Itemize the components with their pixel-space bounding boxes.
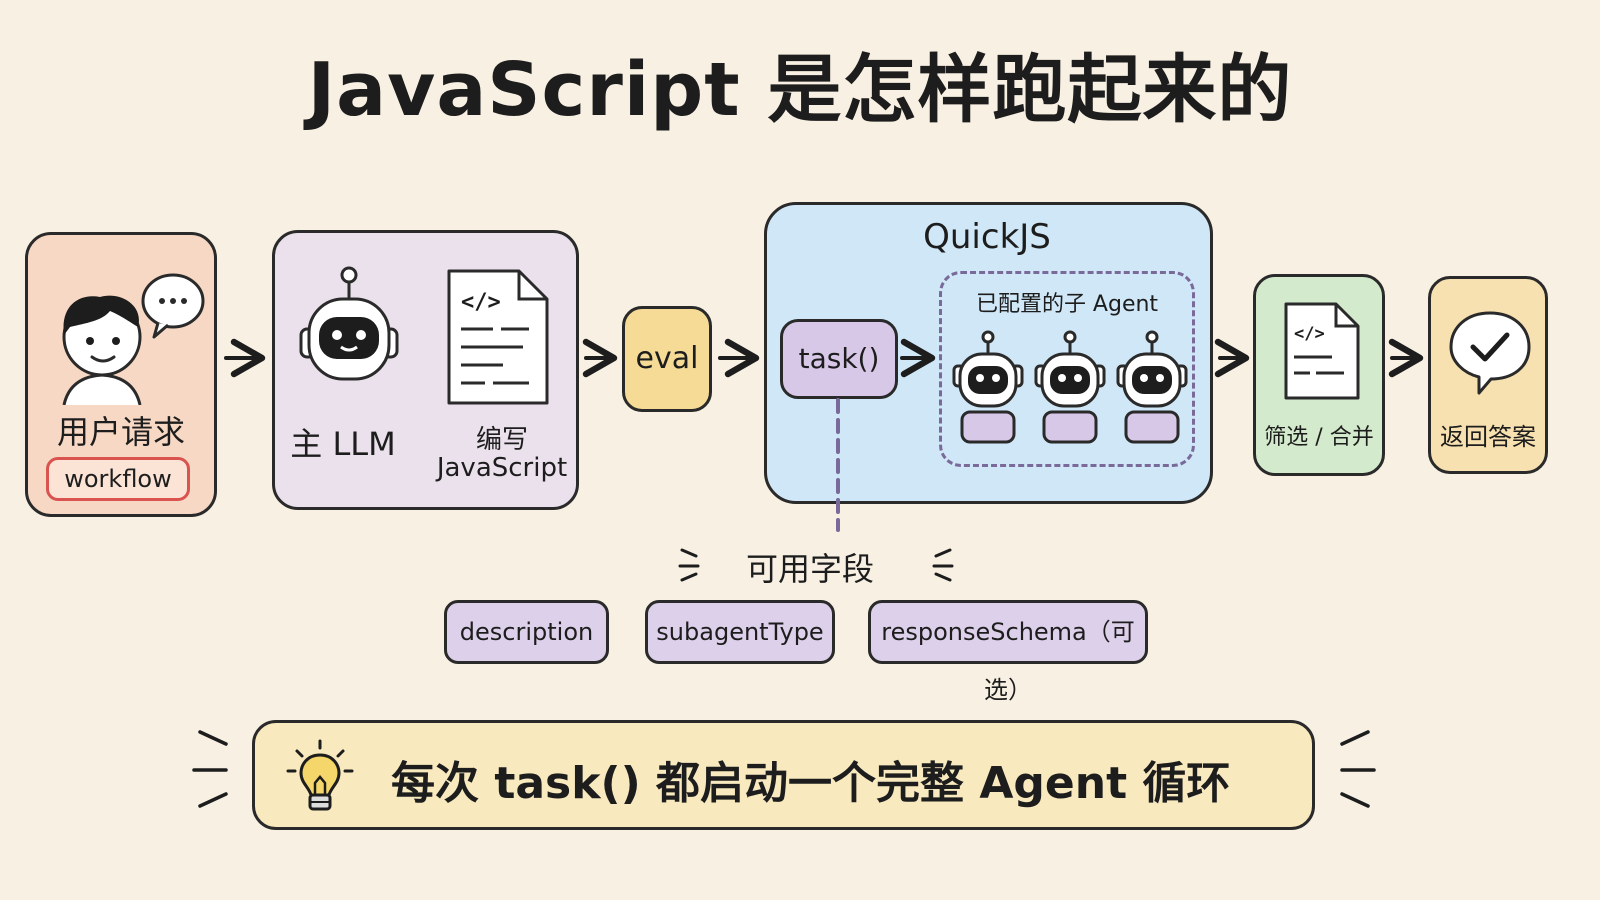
user-request-box: 用户请求 workflow — [25, 232, 217, 517]
banner-box: 每次 task() 都启动一个完整 Agent 循环 — [252, 720, 1315, 830]
field-chip-subagent-type: subagentType — [645, 600, 835, 664]
task-label: task() — [798, 342, 880, 375]
page-title: JavaScript 是怎样跑起来的 — [307, 47, 1293, 133]
user-request-label: 用户请求 — [56, 413, 185, 451]
svg-text:</>: </> — [461, 290, 501, 315]
robot-icon — [299, 266, 399, 381]
svg-text:</>: </> — [1294, 324, 1325, 344]
filter-merge-label: 筛选 / 合并 — [1264, 425, 1374, 450]
workflow-tag: workflow — [46, 457, 190, 501]
subagent-robots-icon — [952, 330, 1188, 444]
return-answer-label: 返回答案 — [1440, 423, 1536, 451]
eval-box: eval — [622, 306, 712, 412]
checkmark-bubble-icon — [1449, 311, 1531, 395]
subagents-group: 已配置的子 Agent — [939, 271, 1195, 467]
main-llm-label: 主 LLM — [290, 425, 396, 463]
quickjs-box: QuickJS task() 已配置的子 Agent — [764, 202, 1213, 504]
eval-label: eval — [635, 341, 699, 376]
write-label-line1: 编写 — [475, 425, 528, 455]
banner-text: 每次 task() 都启动一个完整 Agent 循环 — [391, 758, 1231, 809]
field-chip-description: description — [444, 600, 609, 664]
return-answer-box: 返回答案 — [1428, 276, 1548, 474]
subagents-label: 已配置的子 Agent — [975, 292, 1159, 317]
task-box: task() — [780, 319, 898, 399]
lightbulb-icon — [286, 739, 354, 811]
write-label-line2: JavaScript — [436, 453, 568, 483]
code-document-icon: </> — [1284, 302, 1360, 400]
fields-title: 可用字段 — [745, 550, 874, 588]
user-avatar-icon — [62, 273, 205, 405]
field-chip-response-schema: responseSchema（可选） — [868, 600, 1148, 704]
quickjs-title: QuickJS — [923, 217, 1051, 257]
filter-merge-box: </> 筛选 / 合并 — [1253, 274, 1385, 476]
code-document-icon: </> — [447, 269, 549, 405]
main-llm-box: </> 主 LLM 编写 JavaScript — [272, 230, 579, 510]
